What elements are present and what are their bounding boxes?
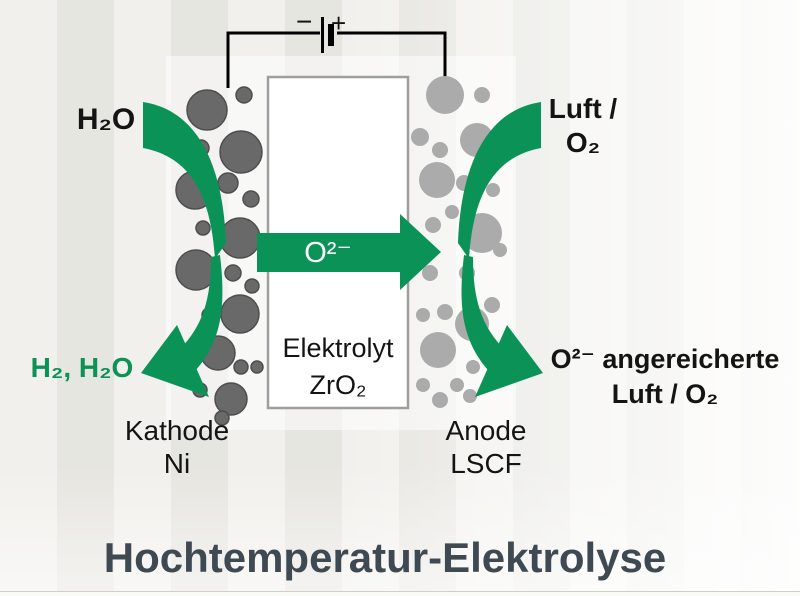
anode-name: Anode bbox=[445, 415, 527, 446]
particle bbox=[420, 332, 456, 368]
particle bbox=[235, 86, 253, 104]
particle bbox=[484, 297, 500, 313]
particle bbox=[219, 217, 261, 259]
particle bbox=[450, 378, 464, 392]
particle bbox=[432, 392, 448, 408]
particle bbox=[426, 76, 464, 114]
cathode-outflow-label: H₂, H₂O bbox=[30, 352, 134, 383]
h2o-inflow-arrow bbox=[143, 102, 226, 259]
particle bbox=[224, 264, 242, 282]
particle bbox=[219, 130, 263, 174]
particle bbox=[425, 217, 441, 233]
particle bbox=[217, 172, 239, 194]
particle bbox=[416, 378, 430, 392]
battery-plus-label: + bbox=[331, 8, 347, 38]
particle bbox=[419, 162, 455, 198]
particle bbox=[233, 359, 249, 375]
particle bbox=[242, 190, 260, 208]
luft-outflow-arrowhead bbox=[475, 325, 543, 397]
battery-plate-long bbox=[321, 17, 324, 53]
cathode-particles bbox=[175, 86, 264, 426]
particle bbox=[195, 220, 211, 236]
particle bbox=[214, 382, 248, 416]
anode-label: Anode LSCF bbox=[426, 414, 546, 480]
particle bbox=[250, 360, 264, 374]
h2-outflow-ribbon bbox=[179, 255, 223, 370]
bottom-strip bbox=[0, 591, 800, 596]
cathode-material: Ni bbox=[163, 448, 191, 479]
particle bbox=[432, 142, 448, 158]
cathode-inflow-label: H₂O bbox=[76, 103, 136, 136]
electrolyte-name: Elektrolyt bbox=[282, 333, 394, 363]
particle bbox=[463, 389, 477, 403]
electrolyte-material: ZrO₂ bbox=[309, 370, 367, 400]
flow-arrows bbox=[141, 102, 543, 397]
anode-outflow-line1: O²⁻ angereicherte bbox=[550, 344, 780, 374]
particle bbox=[244, 278, 260, 294]
anode-inflow-line2: O₂ bbox=[565, 127, 601, 158]
oxygen-ion-label: O²⁻ bbox=[304, 236, 352, 269]
particle bbox=[466, 360, 480, 374]
cathode-label: Kathode Ni bbox=[117, 414, 237, 480]
particle bbox=[486, 183, 500, 197]
electrolyte-label: Elektrolyt ZrO₂ bbox=[270, 330, 406, 404]
wire-left bbox=[226, 31, 320, 88]
anode-outflow-label: O²⁻ angereicherte Luft / O₂ bbox=[540, 342, 790, 412]
particle bbox=[220, 294, 260, 334]
particle bbox=[214, 410, 230, 426]
particle bbox=[445, 205, 459, 219]
anode-outflow-line2: Luft / O₂ bbox=[611, 379, 719, 409]
particle bbox=[186, 89, 228, 131]
page-title: Hochtemperatur-Elektrolyse bbox=[103, 534, 667, 581]
battery-plate-short bbox=[328, 24, 334, 46]
cathode-name: Kathode bbox=[124, 415, 230, 446]
particle bbox=[474, 87, 490, 103]
particle bbox=[416, 308, 430, 322]
oxygen-ion-arrow bbox=[257, 214, 441, 290]
h2-outflow-arrowhead bbox=[141, 325, 209, 397]
particle bbox=[493, 243, 507, 257]
luft-inflow-arrow bbox=[458, 102, 541, 259]
anode-inflow-label: Luft / O₂ bbox=[528, 92, 638, 160]
anode-material: LSCF bbox=[450, 448, 522, 479]
anode-inflow-line1: Luft / bbox=[548, 93, 618, 124]
battery-minus-label: − bbox=[296, 6, 313, 37]
particle bbox=[422, 265, 438, 281]
luft-outflow-ribbon bbox=[461, 255, 505, 370]
particle bbox=[437, 304, 453, 320]
wire-right bbox=[337, 31, 447, 78]
particle bbox=[411, 128, 429, 146]
